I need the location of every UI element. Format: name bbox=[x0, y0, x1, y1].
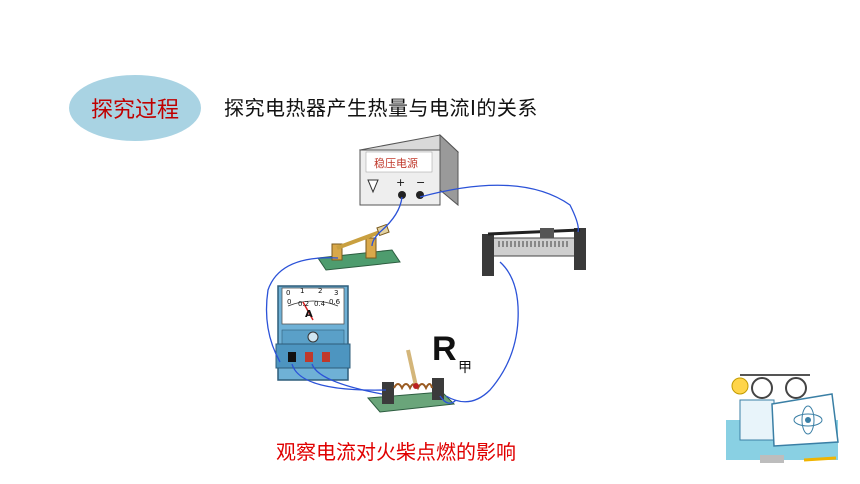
page-title: 探究电热器产生热量与电流I的关系 bbox=[224, 96, 538, 120]
power-minus-label: − bbox=[416, 176, 426, 189]
ammeter-scale-top-0: 0 bbox=[286, 289, 291, 297]
caption: 观察电流对火柴点燃的影响 bbox=[276, 440, 516, 464]
science-decoration-icon bbox=[726, 374, 839, 463]
resistor-subscript: 甲 bbox=[458, 360, 472, 376]
ammeter-scale-bottom-3: 0.6 bbox=[329, 298, 341, 306]
ammeter-scale-bottom-1: 0.2 bbox=[298, 300, 310, 308]
ammeter-scale-top-2: 2 bbox=[318, 287, 323, 295]
section-badge-label: 探究过程 bbox=[90, 98, 179, 123]
ammeter-scale-bottom-0: 0 bbox=[287, 298, 292, 306]
ammeter-unit: A bbox=[305, 309, 313, 320]
resistor-symbol: R bbox=[432, 330, 457, 368]
ammeter-scale-bottom-2: 0.4 bbox=[314, 300, 326, 308]
rheostat-icon bbox=[482, 228, 586, 276]
resistor-coil-icon bbox=[366, 349, 456, 413]
section-badge: 探究过程 bbox=[69, 75, 201, 141]
ammeter-scale-top-3: 3 bbox=[334, 289, 339, 297]
ammeter-scale-top-1: 1 bbox=[300, 287, 305, 295]
knife-switch-icon bbox=[317, 223, 401, 271]
ammeter-icon bbox=[275, 285, 351, 381]
circuit-wires bbox=[265, 184, 579, 404]
power-supply-label: 稳压电源 bbox=[374, 157, 418, 170]
power-plus-label: + bbox=[396, 176, 406, 189]
